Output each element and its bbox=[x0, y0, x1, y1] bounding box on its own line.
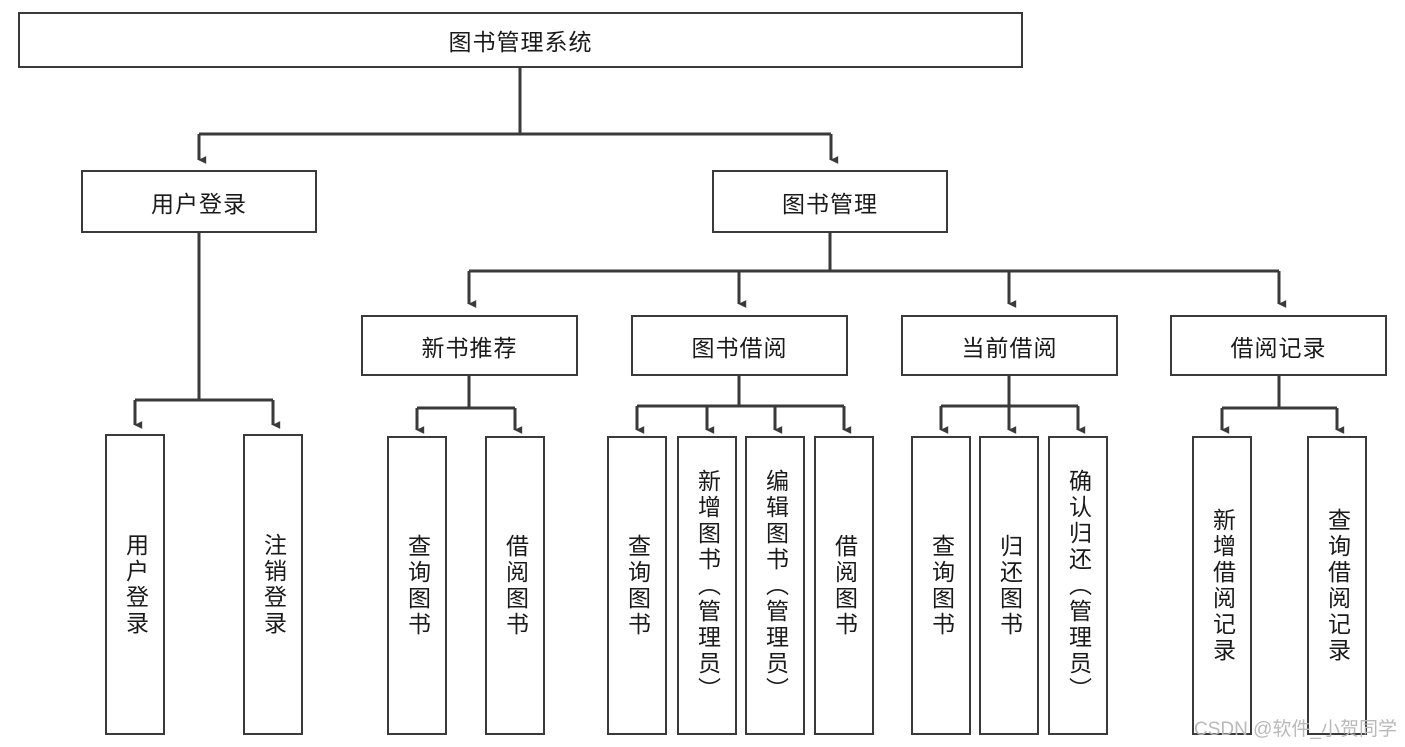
node-leaf-edit-book-admin[interactable]: 编辑图书（管理员） bbox=[745, 436, 805, 735]
node-book-management-label: 图书管理 bbox=[782, 190, 878, 217]
node-leaf-return-book[interactable]: 归还图书 bbox=[979, 436, 1039, 735]
node-leaf-borrow-book-label: 借阅图书 bbox=[831, 533, 858, 638]
node-leaf-logout[interactable]: 注销登录 bbox=[243, 434, 303, 735]
node-book-management[interactable]: 图书管理 bbox=[712, 170, 948, 233]
node-leaf-recommend-query-book[interactable]: 查询图书 bbox=[387, 436, 447, 735]
watermark: CSDN @软件_小贺同学 bbox=[1194, 719, 1397, 740]
node-user-login-label: 用户登录 bbox=[151, 190, 247, 217]
node-leaf-confirm-return-admin[interactable]: 确认归还（管理员） bbox=[1048, 436, 1108, 735]
node-root-system-label: 图书管理系统 bbox=[448, 29, 593, 55]
node-leaf-borrow-query-book[interactable]: 查询图书 bbox=[607, 436, 667, 735]
node-leaf-borrow-query-book-label: 查询图书 bbox=[624, 533, 651, 638]
node-leaf-add-borrow-record[interactable]: 新增借阅记录 bbox=[1192, 436, 1252, 735]
node-new-book-recommend-label: 新书推荐 bbox=[421, 334, 518, 361]
node-leaf-add-book-admin-label: 新增图书（管理员） bbox=[694, 468, 721, 703]
node-leaf-current-query-book-label: 查询图书 bbox=[928, 533, 955, 638]
node-leaf-user-login-label: 用户登录 bbox=[122, 532, 149, 637]
node-current-borrow[interactable]: 当前借阅 bbox=[901, 315, 1118, 376]
node-current-borrow-label: 当前借阅 bbox=[961, 334, 1058, 361]
node-root-system[interactable]: 图书管理系统 bbox=[18, 12, 1023, 68]
node-leaf-recommend-borrow-book[interactable]: 借阅图书 bbox=[485, 436, 545, 735]
node-leaf-user-login[interactable]: 用户登录 bbox=[105, 434, 165, 735]
node-leaf-query-borrow-record[interactable]: 查询借阅记录 bbox=[1307, 436, 1367, 735]
node-leaf-borrow-book[interactable]: 借阅图书 bbox=[814, 436, 874, 735]
node-leaf-recommend-borrow-book-label: 借阅图书 bbox=[502, 533, 529, 638]
node-borrow-records-label: 借阅记录 bbox=[1230, 334, 1327, 361]
node-leaf-query-borrow-record-label: 查询借阅记录 bbox=[1324, 507, 1351, 664]
node-borrow-records[interactable]: 借阅记录 bbox=[1170, 315, 1387, 376]
node-new-book-recommend[interactable]: 新书推荐 bbox=[361, 315, 578, 376]
node-user-login[interactable]: 用户登录 bbox=[81, 170, 317, 233]
node-leaf-add-book-admin[interactable]: 新增图书（管理员） bbox=[677, 436, 737, 735]
node-book-borrow-label: 图书借阅 bbox=[691, 334, 788, 361]
node-leaf-recommend-query-book-label: 查询图书 bbox=[404, 533, 431, 638]
node-leaf-confirm-return-admin-label: 确认归还（管理员） bbox=[1065, 468, 1092, 703]
node-leaf-current-query-book[interactable]: 查询图书 bbox=[911, 436, 971, 735]
node-leaf-return-book-label: 归还图书 bbox=[996, 533, 1023, 638]
node-leaf-edit-book-admin-label: 编辑图书（管理员） bbox=[762, 468, 789, 703]
node-book-borrow[interactable]: 图书借阅 bbox=[631, 315, 848, 376]
node-leaf-logout-label: 注销登录 bbox=[260, 532, 287, 637]
node-leaf-add-borrow-record-label: 新增借阅记录 bbox=[1209, 507, 1236, 664]
